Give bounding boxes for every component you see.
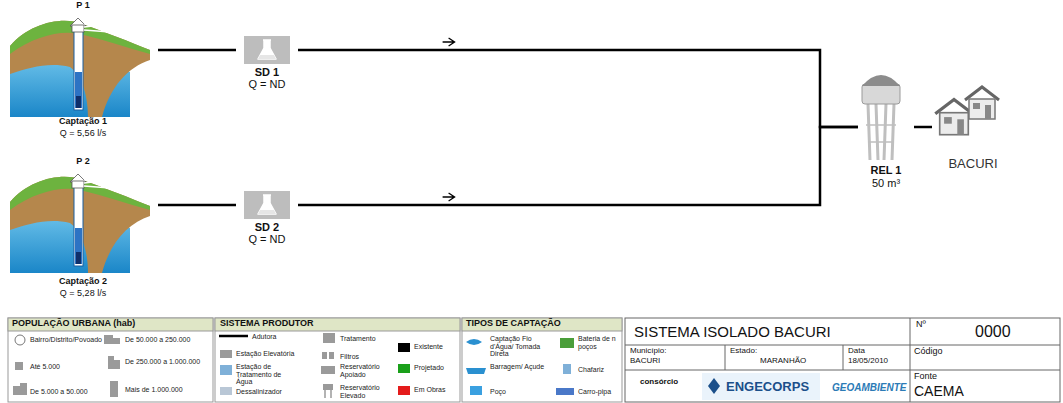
house-icon [965, 87, 999, 119]
node-label: Q = 5,56 l/s [8, 128, 158, 138]
legend-text: Bairro/Distrito/Povoado [30, 336, 100, 344]
legend-text: De 5.000 a 50.000 [30, 388, 100, 396]
disinfection-icon [244, 36, 290, 64]
node-label: 50 m³ [858, 177, 914, 189]
pipeline [158, 204, 236, 207]
city-node: BACURI [932, 80, 1014, 176]
legend-text: Existente [414, 343, 459, 351]
legend-text: Em Obras [414, 386, 459, 394]
legend-text: Carro-pipa [578, 388, 620, 396]
legend-swatch [398, 364, 410, 373]
section-heading: POPULAÇÃO URBANA (hab) [12, 319, 135, 329]
node-label: Captação 1 [8, 116, 158, 126]
pipeline [158, 49, 236, 52]
legend-text: Bateria de n poços [578, 335, 620, 350]
field-name: Data [848, 347, 865, 356]
legend-swatch [398, 386, 410, 395]
house-icon [935, 100, 972, 135]
well-node: P 1 Captação 1 Q = 5,56 l/s [8, 0, 158, 146]
section-heading: SISTEMA PRODUTOR [220, 319, 314, 329]
legend-text: Filtros [340, 353, 390, 361]
disinfection-node: SD 2Q = ND [236, 191, 298, 247]
disinfection-node: SD 1Q = ND [236, 36, 298, 92]
node-label: P 1 [8, 0, 158, 10]
legend-text: Reservatório Apoiado [340, 363, 388, 378]
node-label: BACURI [932, 156, 1014, 171]
reservoir-node: REL 150 m³ [858, 64, 914, 188]
field-value: BACURI [630, 357, 660, 366]
water-tower [862, 75, 900, 160]
field-name: Estado: [730, 347, 757, 356]
node-label: Q = ND [236, 78, 298, 90]
legend-text: Chafariz [578, 366, 620, 374]
field-value: 18/05/2010 [848, 357, 888, 366]
pipeline [914, 126, 932, 129]
field-name: consórcio [640, 378, 678, 387]
legend-text: Estação Elevatória [236, 350, 306, 358]
field-name: Fonte [914, 372, 937, 382]
well-illustration [10, 174, 150, 273]
field-value: CAEMA [914, 384, 964, 399]
legend-text: Estação de Tratamento de Água [236, 363, 296, 386]
node-label: REL 1 [858, 164, 914, 176]
node-label: SD 2 [236, 221, 298, 233]
legend-text: De 50.000 a 250.000 [125, 336, 210, 344]
flow-arrow [443, 38, 455, 46]
legend-text: Reservatório Elevado [340, 384, 388, 399]
disinfection-icon [244, 191, 290, 219]
node-label: P 2 [8, 156, 158, 166]
legend-text: Tratamento [340, 335, 390, 343]
flow-arrow [443, 193, 455, 201]
legend-text: Barragem/ Açude [490, 363, 555, 371]
legend-text: Até 5.000 [30, 363, 90, 371]
legend-text: Poço [490, 388, 555, 396]
section-heading: TIPOS DE CAPTAÇÃO [466, 319, 561, 329]
pipeline [298, 50, 858, 127]
legend-text: Captação Fio d'Água/ Tomada Direta [490, 335, 555, 358]
legend-text: Adutora [252, 333, 312, 341]
legend-frame [8, 318, 1060, 402]
legend-swatch [398, 343, 410, 352]
sheet-title: SISTEMA ISOLADO BACURI [634, 324, 831, 341]
well-node: P 2 Captação 2 Q = 5,28 l/s [8, 156, 158, 304]
node-label: SD 1 [236, 66, 298, 78]
pipeline [298, 127, 858, 205]
company-logo: GEOAMBIENTE [832, 382, 906, 393]
sheet-number: 0000 [975, 323, 1011, 341]
legend-text: Dessalinizador [236, 388, 306, 396]
company-logo: ENGECORPS [726, 380, 809, 394]
field-value: MARANHÃO [760, 357, 806, 366]
legend-text: Projetado [414, 364, 459, 372]
field-name: Município: [630, 347, 666, 356]
field-name: Código [914, 347, 943, 357]
well-illustration [10, 18, 150, 117]
field-name: Nº [916, 320, 926, 330]
legend-text: De 250.000 a 1.000.000 [125, 358, 210, 366]
legend-icons [13, 333, 574, 398]
legend-text: Mais de 1.000.000 [125, 386, 210, 394]
node-label: Q = ND [236, 233, 298, 245]
node-label: Captação 2 [8, 276, 158, 286]
node-label: Q = 5,28 l/s [8, 288, 158, 298]
